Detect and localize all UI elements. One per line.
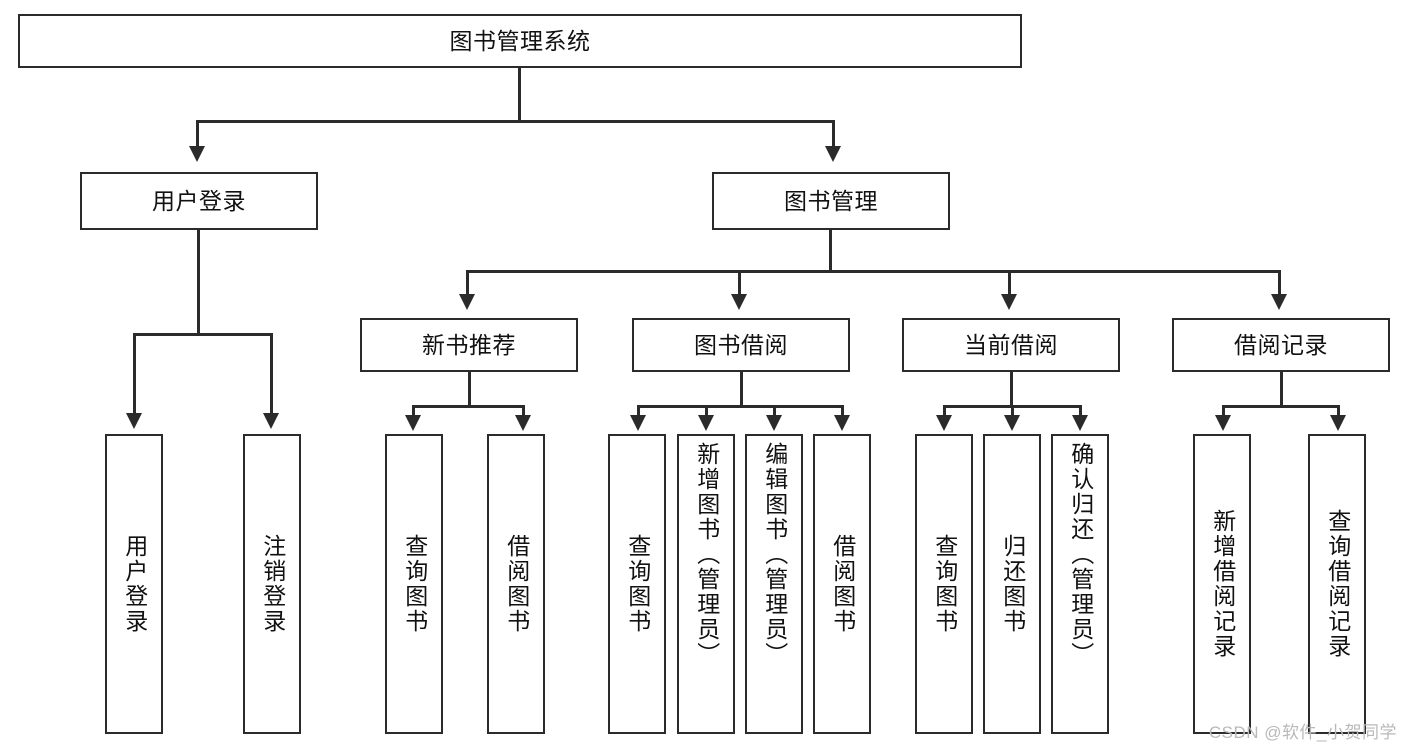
arrowhead-bb-leaf-4: [834, 415, 850, 431]
leaf-cb-query-book[interactable]: 查询图书: [915, 434, 973, 734]
node-book-borrow[interactable]: 图书借阅: [632, 318, 850, 372]
connector-bb-to-leaf-1: [637, 405, 640, 417]
node-label: 用户登录: [152, 187, 246, 214]
leaf-bb-add-book-admin[interactable]: 新增图书（管理员）: [677, 434, 735, 734]
node-label: 借阅图书: [829, 534, 856, 634]
arrowhead-leaf-logout: [263, 413, 279, 429]
node-label: 查询借阅记录: [1324, 509, 1351, 659]
arrowhead-borrow-record: [1271, 294, 1287, 310]
connector-bb-to-leaf-2: [705, 405, 708, 417]
arrowhead-bb-leaf-3: [766, 415, 782, 431]
leaf-br-add-record[interactable]: 新增借阅记录: [1193, 434, 1251, 734]
node-label: 用户登录: [121, 534, 148, 634]
connector-br-to-leaf-2: [1337, 405, 1340, 417]
connector-book-borrow-stem: [740, 372, 743, 406]
node-label: 新增借阅记录: [1209, 509, 1236, 659]
connector-root-stem: [518, 68, 521, 120]
leaf-cb-return-book[interactable]: 归还图书: [983, 434, 1041, 734]
node-label: 查询图书: [624, 534, 651, 634]
node-label: 图书管理: [784, 187, 878, 214]
connector-user-login-to-leaf-2: [270, 333, 273, 415]
node-book-management[interactable]: 图书管理: [712, 172, 950, 230]
connector-bm-to-current-borrow: [1008, 270, 1011, 296]
leaf-cb-confirm-return-admin[interactable]: 确认归还（管理员）: [1051, 434, 1109, 734]
connector-bm-to-new-book: [466, 270, 469, 296]
connector-new-book-to-leaf-2: [522, 405, 525, 417]
node-label: 新书推荐: [422, 331, 516, 358]
connector-cb-to-leaf-3: [1079, 405, 1082, 417]
arrowhead-br-leaf-1: [1215, 415, 1231, 431]
node-current-borrow[interactable]: 当前借阅: [902, 318, 1120, 372]
arrowhead-new-book-leaf-1: [405, 415, 421, 431]
connector-new-book-to-leaf-1: [412, 405, 415, 417]
leaf-bb-borrow-book[interactable]: 借阅图书: [813, 434, 871, 734]
arrowhead-book-borrow: [731, 294, 747, 310]
node-label: 借阅图书: [503, 534, 530, 634]
node-label: 借阅记录: [1234, 331, 1328, 358]
node-label: 新增图书（管理员）: [693, 442, 720, 667]
leaf-logout[interactable]: 注销登录: [243, 434, 301, 734]
arrowhead-bb-leaf-1: [630, 415, 646, 431]
node-label: 图书管理系统: [449, 27, 591, 54]
connector-borrow-record-stem: [1280, 372, 1283, 406]
connector-root-to-user-login: [196, 120, 199, 148]
watermark: CSDN @软件_小贺同学: [1208, 723, 1397, 742]
node-root-book-management-system[interactable]: 图书管理系统: [18, 14, 1022, 68]
arrowhead-bb-leaf-2: [698, 415, 714, 431]
node-label: 查询图书: [401, 534, 428, 634]
arrowhead-br-leaf-2: [1330, 415, 1346, 431]
node-label: 当前借阅: [964, 331, 1058, 358]
node-label: 编辑图书（管理员）: [761, 442, 788, 667]
connector-cb-to-leaf-1: [943, 405, 946, 417]
connector-book-borrow-bus: [637, 405, 844, 408]
node-label: 确认归还（管理员）: [1067, 442, 1094, 667]
connector-user-login-stem: [197, 230, 200, 334]
arrowhead-cb-leaf-1: [936, 415, 952, 431]
arrowhead-cb-leaf-3: [1072, 415, 1088, 431]
connector-current-borrow-stem: [1010, 372, 1013, 406]
leaf-bb-edit-book-admin[interactable]: 编辑图书（管理员）: [745, 434, 803, 734]
connector-book-management-bus: [466, 270, 1280, 273]
connector-borrow-record-bus: [1222, 405, 1340, 408]
arrowhead-cb-leaf-2: [1004, 415, 1020, 431]
connector-bm-to-borrow-record: [1278, 270, 1281, 296]
leaf-new-book-query-book[interactable]: 查询图书: [385, 434, 443, 734]
connector-book-management-stem: [829, 230, 832, 272]
leaf-user-login[interactable]: 用户登录: [105, 434, 163, 734]
connector-new-book-stem: [468, 372, 471, 406]
node-label: 图书借阅: [694, 331, 788, 358]
node-new-book-recommend[interactable]: 新书推荐: [360, 318, 578, 372]
arrowhead-user-login: [189, 146, 205, 162]
arrowhead-current-borrow: [1001, 294, 1017, 310]
connector-bb-to-leaf-4: [841, 405, 844, 417]
leaf-bb-query-book[interactable]: 查询图书: [608, 434, 666, 734]
connector-bb-to-leaf-3: [773, 405, 776, 417]
connector-bm-to-book-borrow: [738, 270, 741, 296]
node-label: 查询图书: [931, 534, 958, 634]
connector-user-login-to-leaf-1: [133, 333, 136, 415]
connector-user-login-bus: [133, 333, 273, 336]
arrowhead-new-book-leaf-2: [515, 415, 531, 431]
arrowhead-new-book: [459, 294, 475, 310]
arrowhead-leaf-user-login: [126, 413, 142, 429]
leaf-br-query-record[interactable]: 查询借阅记录: [1308, 434, 1366, 734]
arrowhead-book-management: [825, 146, 841, 162]
node-label: 注销登录: [259, 534, 286, 634]
connector-cb-to-leaf-2: [1011, 405, 1014, 417]
node-borrow-record[interactable]: 借阅记录: [1172, 318, 1390, 372]
node-label: 归还图书: [999, 534, 1026, 634]
connector-new-book-bus: [412, 405, 525, 408]
leaf-new-book-borrow-book[interactable]: 借阅图书: [487, 434, 545, 734]
connector-br-to-leaf-1: [1222, 405, 1225, 417]
node-user-login[interactable]: 用户登录: [80, 172, 318, 230]
connector-root-bus: [196, 120, 835, 123]
connector-root-to-book-management: [832, 120, 835, 148]
